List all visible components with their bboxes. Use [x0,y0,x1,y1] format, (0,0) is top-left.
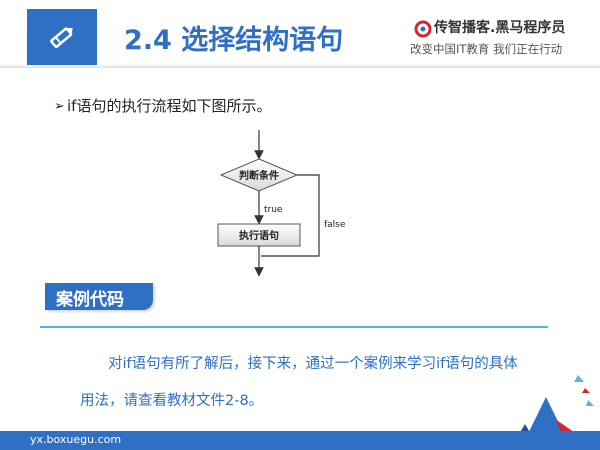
false-label: false [324,220,346,230]
footer-url[interactable]: yx.boxuegu.com [30,433,122,446]
header-divider [0,65,600,68]
pencil-icon [50,27,73,48]
brand-slogan: 改变中国IT教育 我们正在行动 [410,42,563,56]
section-tag-label: 案例代码 [56,290,124,310]
arrow-bullet-icon: ➢ [54,99,65,114]
bullet-text: if语句的执行流程如下图所示。 [67,97,272,115]
true-label: true [264,205,283,215]
section-tag [45,283,153,310]
brand-name: 传智播客.黑马程序员 [434,20,566,36]
description-line-2: 用法，请查看教材文件2-8。 [80,393,264,409]
decision-label: 判断条件 [239,169,279,182]
footer-bar [0,431,600,450]
page-title: 2.4 选择结构语句 [124,25,344,56]
section-divider [40,326,548,328]
brand-logo-icon [414,20,432,38]
if-flowchart: 判断条件 true 执行语句 false [217,130,346,276]
header-icon-box [27,9,97,65]
action-label: 执行语句 [239,229,279,242]
description-line-1: 对if语句有所了解后，接下来，通过一个案例来学习if语句的具体 [108,356,518,372]
false-path [261,174,320,257]
